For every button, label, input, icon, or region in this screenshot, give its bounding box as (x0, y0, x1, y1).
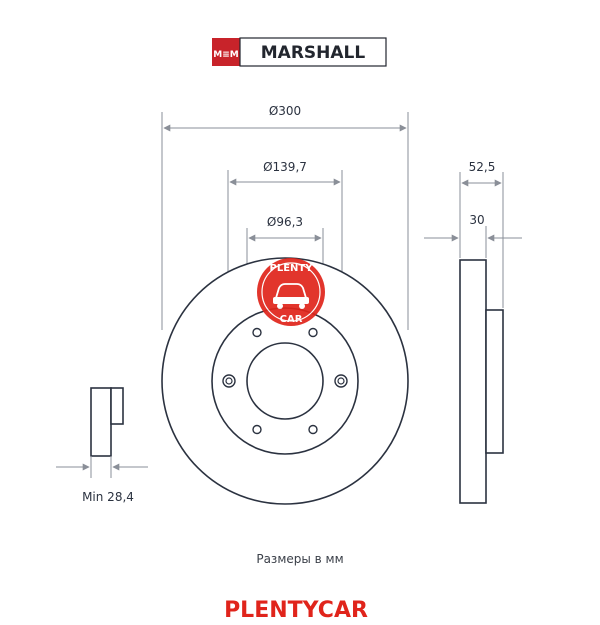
footer-brand: PLENTYCAR (224, 598, 368, 623)
pad-section (90, 387, 112, 457)
outer-diameter-label: Ø300 (269, 104, 301, 118)
hat-section (485, 309, 504, 454)
locating-hole-inner (225, 377, 233, 385)
disc-side-profile: 52,5 30 (424, 160, 522, 504)
logo-mark-background (212, 38, 240, 66)
total-height-label: 52,5 (469, 160, 496, 174)
min-thickness-label: Min 28,4 (82, 490, 134, 504)
disc-body-section (459, 259, 487, 504)
bolt-holes (222, 327, 348, 435)
thickness-label: 30 (469, 213, 484, 227)
plentycar-watermark: PLENTY CAR (257, 258, 325, 326)
bolt-hole (308, 424, 318, 435)
outer-diameter-dimension: Ø300 (161, 104, 409, 330)
disc-front-view (161, 257, 409, 505)
locating-hole-inner (337, 377, 345, 385)
logo-mark-text: M≡M (213, 50, 238, 60)
min-thickness-detail: Min 28,4 (56, 387, 148, 504)
bolt-hole (308, 327, 318, 338)
center-bore-label: Ø96,3 (267, 215, 303, 229)
bolt-circle-label: Ø139,7 (263, 160, 307, 174)
bolt-hole (252, 424, 262, 435)
brand-name: MARSHALL (261, 43, 366, 63)
watermark-ring (261, 262, 321, 322)
center-bore (246, 342, 324, 420)
car-icon (273, 283, 309, 309)
watermark-bottom-text: CAR (280, 314, 303, 325)
bolt-hole (252, 327, 262, 338)
watermark-badge (257, 258, 325, 326)
watermark-top-text: PLENTY (270, 263, 314, 274)
brand-logo: M≡M MARSHALL (212, 37, 387, 67)
pad-step (110, 387, 124, 425)
logo-name-frame (239, 37, 387, 67)
units-caption: Размеры в мм (256, 552, 343, 566)
